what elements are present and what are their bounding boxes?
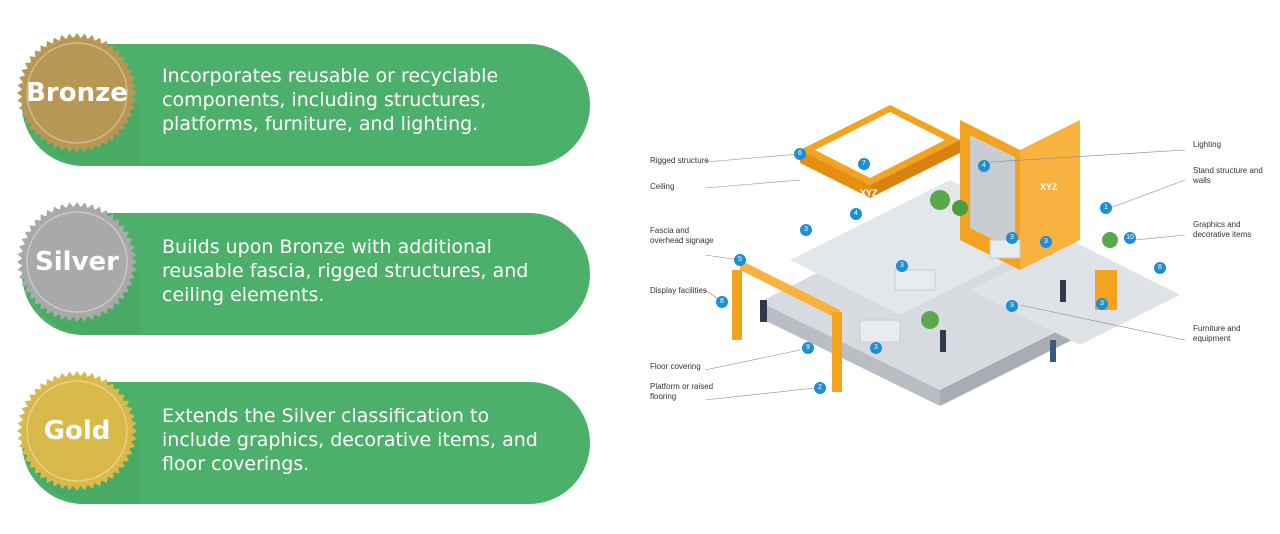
- marker-3: 3: [800, 224, 812, 236]
- marker-8: 8: [716, 296, 728, 308]
- fascia-beam: [740, 260, 840, 320]
- marker-3: 3: [870, 342, 882, 354]
- marker-4: 4: [850, 208, 862, 220]
- stand-illustration: [704, 105, 1186, 406]
- marker-5: 5: [734, 254, 746, 266]
- tier-name: Silver: [35, 247, 119, 277]
- label-fascia: Fascia and overhead signage: [650, 226, 714, 245]
- label-display-facilities: Display facilities: [650, 286, 707, 295]
- marker-3: 3: [1006, 300, 1018, 312]
- gold-seal-icon: Gold: [14, 368, 140, 494]
- label-ceiling: Ceiling: [650, 182, 675, 191]
- marker-9: 9: [802, 342, 814, 354]
- bronze-seal-icon: Bronze: [14, 30, 140, 156]
- label-floor-covering: Floor covering: [650, 362, 701, 371]
- label-graphics: Graphics and decorative items: [1193, 220, 1252, 239]
- gate-post: [732, 270, 742, 340]
- marker-10: 10: [1124, 232, 1136, 244]
- tier-gold: Extends the Silver classification to inc…: [14, 371, 594, 504]
- label-furniture: Furniture and equipment: [1193, 324, 1241, 343]
- logo-text: XYZ: [1040, 182, 1058, 192]
- tier-name: Bronze: [26, 78, 128, 108]
- tier-silver: Builds upon Bronze with additional reusa…: [14, 202, 594, 335]
- label-rigged-structure: Rigged structure: [650, 156, 709, 165]
- silver-seal-icon: Silver: [14, 199, 140, 325]
- tier-bronze: Incorporates reusable or recyclable comp…: [14, 33, 594, 166]
- ceiling-panel: [815, 112, 945, 178]
- tier-description: Builds upon Bronze with additional reusa…: [162, 236, 529, 306]
- exhibition-stand-diagram: Rigged structure Ceiling Fascia and over…: [640, 90, 1270, 420]
- tier-description: Extends the Silver classification to inc…: [162, 405, 538, 475]
- marker-8: 8: [1154, 262, 1166, 274]
- marker-3: 3: [1096, 298, 1108, 310]
- platform-edge: [760, 302, 940, 406]
- label-stand-structure: Stand structure and walls: [1193, 166, 1263, 185]
- marker-3: 3: [1040, 236, 1052, 248]
- marker-3: 3: [1006, 232, 1018, 244]
- label-platform: Platform or raised flooring: [650, 382, 714, 401]
- label-lighting: Lighting: [1193, 140, 1222, 149]
- marker-7: 7: [858, 158, 870, 170]
- gate-post: [832, 312, 842, 392]
- tier-description: Incorporates reusable or recyclable comp…: [162, 65, 499, 135]
- marker-3: 3: [896, 260, 908, 272]
- marker-1: 1: [1100, 202, 1112, 214]
- marker-2: 2: [814, 382, 826, 394]
- logo-text: XYZ: [860, 188, 878, 198]
- tier-name: Gold: [43, 416, 111, 446]
- marker-6: 6: [794, 148, 806, 160]
- marker-4: 4: [978, 160, 990, 172]
